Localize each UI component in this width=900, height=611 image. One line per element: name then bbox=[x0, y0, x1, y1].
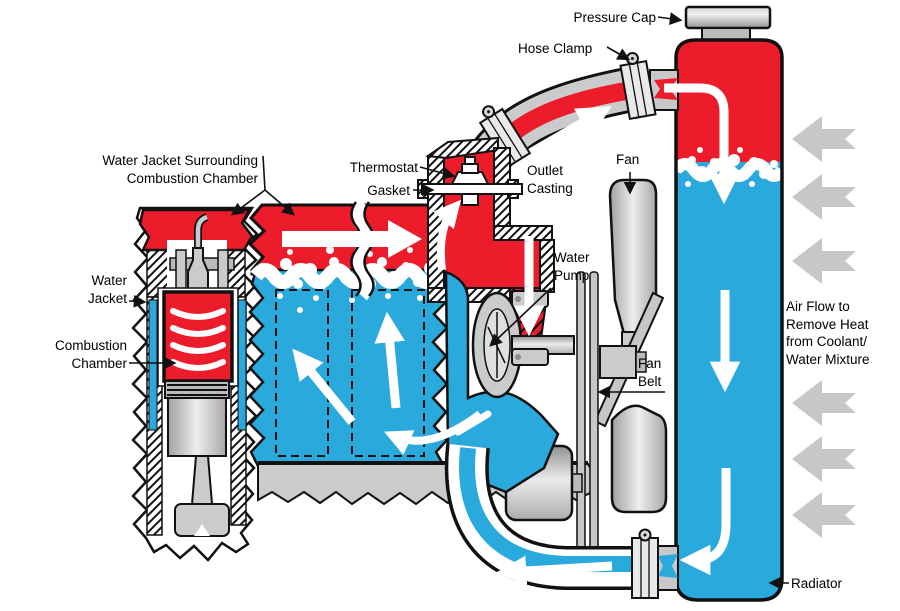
label-fan-belt: Fan Belt bbox=[638, 356, 662, 389]
fan-belt-strip bbox=[589, 271, 599, 559]
label-combustion-chamber: Combustion Chamber bbox=[54, 338, 127, 371]
air-arrow bbox=[792, 238, 856, 284]
air-arrow bbox=[792, 436, 856, 482]
fan-blade-lower bbox=[610, 404, 668, 514]
fan-blade-upper bbox=[608, 178, 658, 336]
label-outlet-casting: Outlet Casting bbox=[527, 163, 573, 196]
piston bbox=[164, 380, 230, 537]
lower-hose bbox=[444, 443, 679, 599]
label-gasket: Gasket bbox=[367, 183, 410, 198]
fan-hub bbox=[599, 345, 637, 379]
leader-lines bbox=[128, 12, 789, 590]
air-arrow bbox=[792, 116, 856, 162]
combustion-chamber bbox=[157, 287, 239, 387]
hose-clamp-bottom bbox=[631, 528, 659, 599]
label-air-flow: Air Flow to Remove Heat from Coolant/ Wa… bbox=[786, 299, 870, 367]
label-radiator: Radiator bbox=[791, 576, 843, 591]
air-arrow bbox=[792, 492, 856, 538]
air-flow-arrows bbox=[792, 116, 856, 538]
label-fan: Fan bbox=[616, 152, 640, 167]
label-pressure-cap: Pressure Cap bbox=[573, 10, 656, 25]
fan-assembly bbox=[504, 178, 668, 559]
label-hose-clamp: Hose Clamp bbox=[518, 41, 593, 56]
pressure-cap bbox=[684, 5, 772, 30]
label-water-jacket: Water Jacket bbox=[87, 273, 127, 306]
fan-belt-strip bbox=[576, 271, 586, 559]
label-water-jacket-surrounding: Water Jacket Surrounding Combustion Cham… bbox=[102, 153, 258, 186]
label-thermostat: Thermostat bbox=[349, 160, 418, 175]
thermostat bbox=[450, 156, 490, 206]
gasket bbox=[421, 183, 523, 195]
label-water-pump: Water Pump bbox=[554, 250, 590, 283]
left-cylinder-cutaway bbox=[131, 206, 259, 562]
coolant-flow-arrows bbox=[282, 83, 741, 576]
air-arrow bbox=[792, 174, 856, 220]
air-arrow bbox=[792, 380, 856, 426]
